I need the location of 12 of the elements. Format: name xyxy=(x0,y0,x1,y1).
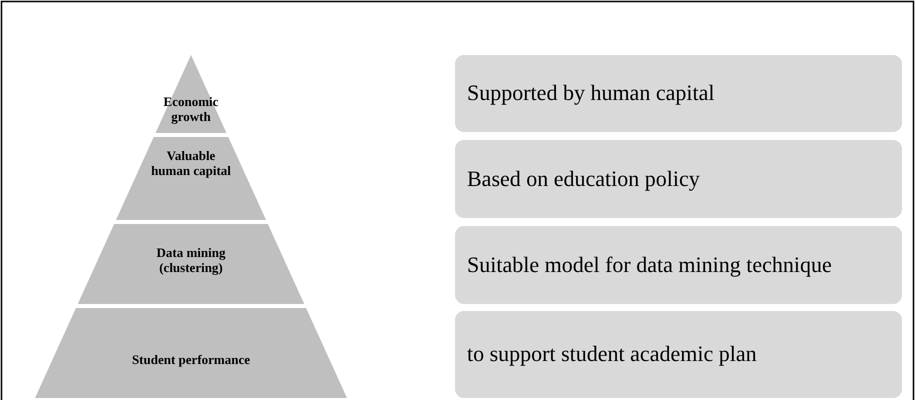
layer-label: Data mining (clustering) xyxy=(156,246,226,276)
statement-box xyxy=(455,55,902,132)
layer-label: Student performance xyxy=(130,353,252,368)
layer-label: Valuable human capital xyxy=(151,149,231,179)
statement-text: Based on education policy xyxy=(467,166,700,192)
statement-box xyxy=(455,140,902,218)
statement-text: Suitable model for data mining technique xyxy=(467,252,832,278)
statement-text: Supported by human capital xyxy=(467,81,714,106)
statement-text: to support student academic plan xyxy=(467,342,757,367)
layer-label: Economic growth xyxy=(162,95,220,125)
statement-box xyxy=(455,226,902,304)
statement-box xyxy=(455,311,902,398)
